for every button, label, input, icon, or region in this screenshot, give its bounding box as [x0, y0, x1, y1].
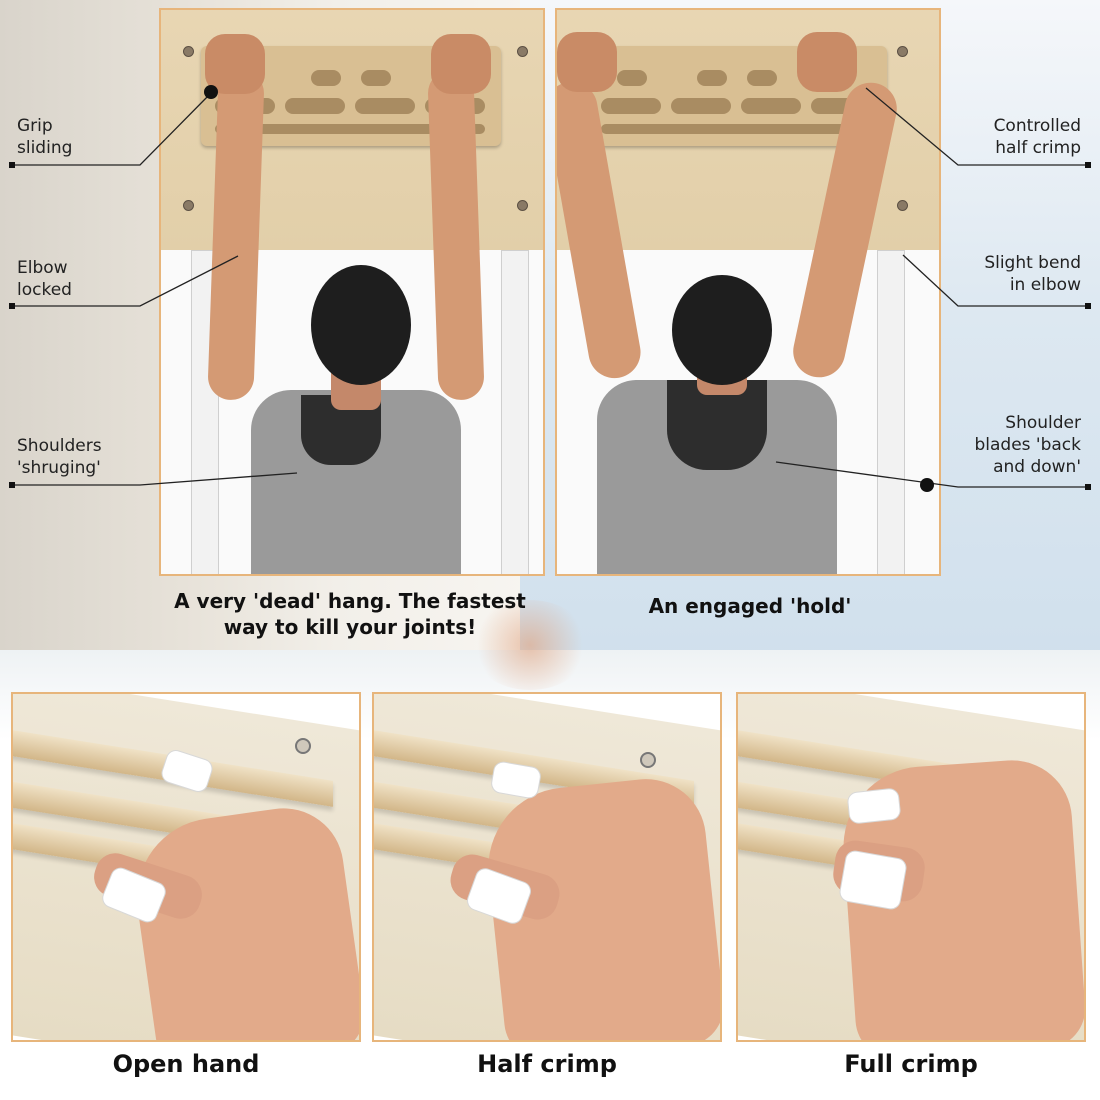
label-elbow-locked: Elbow locked [17, 257, 72, 301]
annotation-dot [1085, 303, 1091, 309]
label-shoulder-blades: Shoulder blades 'back and down' [974, 412, 1081, 478]
label-line: Controlled [993, 116, 1081, 136]
annotation-dot [9, 482, 15, 488]
engaged-hold-photo [555, 8, 941, 576]
label-line: blades 'back [974, 435, 1081, 455]
hangboard-edge [601, 124, 871, 134]
finger-tape [837, 849, 909, 911]
bolt [897, 46, 908, 57]
engaged-hold-caption: An engaged 'hold' [648, 594, 852, 618]
finger-tape [846, 787, 902, 825]
hangboard-slot [311, 70, 341, 86]
label-line: half crimp [995, 138, 1081, 158]
label-line: and down' [993, 457, 1081, 477]
stand-leg [501, 250, 529, 574]
label-line: Shoulder [1005, 413, 1081, 433]
screw [640, 752, 656, 768]
hangboard-slot [361, 70, 391, 86]
half-crimp-label: Half crimp [477, 1050, 617, 1078]
hangboard-slot [355, 98, 415, 114]
dead-hang-caption: A very 'dead' hang. The fastest way to k… [160, 588, 540, 640]
label-controlled-half-crimp: Controlled half crimp [994, 115, 1081, 159]
label-line: locked [17, 280, 72, 300]
caption-line: A very 'dead' hang. The fastest [174, 589, 526, 613]
screw [295, 738, 311, 754]
annotation-dot [9, 303, 15, 309]
left-hand [557, 32, 617, 92]
annotation-dot [1085, 162, 1091, 168]
hangboard-slot [697, 70, 727, 86]
shirt-panel [667, 380, 767, 470]
hangboard-slot [741, 98, 801, 114]
hangboard-edge [215, 124, 485, 134]
hangboard-slot [617, 70, 647, 86]
hangboard-slot [601, 98, 661, 114]
bolt [183, 200, 194, 211]
left-hand [205, 34, 265, 94]
full-crimp-label: Full crimp [844, 1050, 978, 1078]
label-line: Elbow [17, 258, 68, 278]
label-line: Shoulders [17, 436, 102, 456]
open-hand-photo [11, 692, 361, 1042]
caption-line: way to kill your joints! [223, 615, 477, 639]
bolt [183, 46, 194, 57]
hangboard-slot [671, 98, 731, 114]
half-crimp-photo [372, 692, 722, 1042]
right-hand [431, 34, 491, 94]
label-line: 'shruging' [17, 458, 101, 478]
bolt [517, 46, 528, 57]
label-shoulders-shrugging: Shoulders 'shruging' [17, 435, 102, 479]
head [672, 275, 772, 385]
annotation-marker [920, 478, 934, 492]
open-hand-label: Open hand [112, 1050, 260, 1078]
label-line: Slight bend [984, 253, 1081, 273]
hangboard-slot [285, 98, 345, 114]
head [311, 265, 411, 385]
annotation-dot [1085, 484, 1091, 490]
label-line: sliding [17, 138, 73, 158]
full-crimp-photo [736, 692, 1086, 1042]
label-slight-bend: Slight bend in elbow [984, 252, 1081, 296]
stand-leg [877, 250, 905, 574]
right-hand [797, 32, 857, 92]
bolt [897, 200, 908, 211]
label-grip-sliding: Grip sliding [17, 115, 72, 159]
bolt [517, 200, 528, 211]
annotation-dot [9, 162, 15, 168]
annotation-marker [204, 85, 218, 99]
label-line: in elbow [1009, 275, 1081, 295]
hangboard-slot [747, 70, 777, 86]
background-blur [470, 600, 590, 690]
label-line: Grip [17, 116, 53, 136]
